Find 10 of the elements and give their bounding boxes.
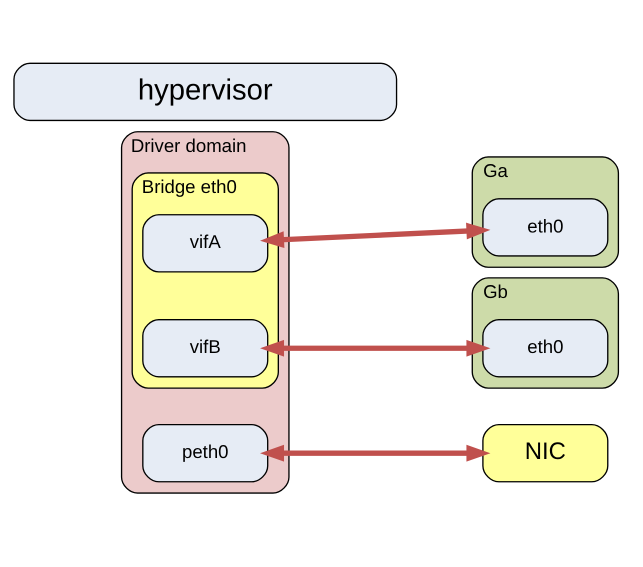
node-box: eth0 [482, 319, 608, 378]
node-box: NIC [482, 424, 608, 482]
node-box: eth0 [482, 198, 608, 257]
arrow [260, 222, 490, 248]
arrow [260, 444, 490, 462]
node-box: vifB [142, 319, 268, 378]
node-box: vifA [142, 214, 268, 273]
node-box: peth0 [142, 424, 268, 482]
node-box: hypervisor [13, 62, 398, 122]
arrow [260, 340, 490, 357]
